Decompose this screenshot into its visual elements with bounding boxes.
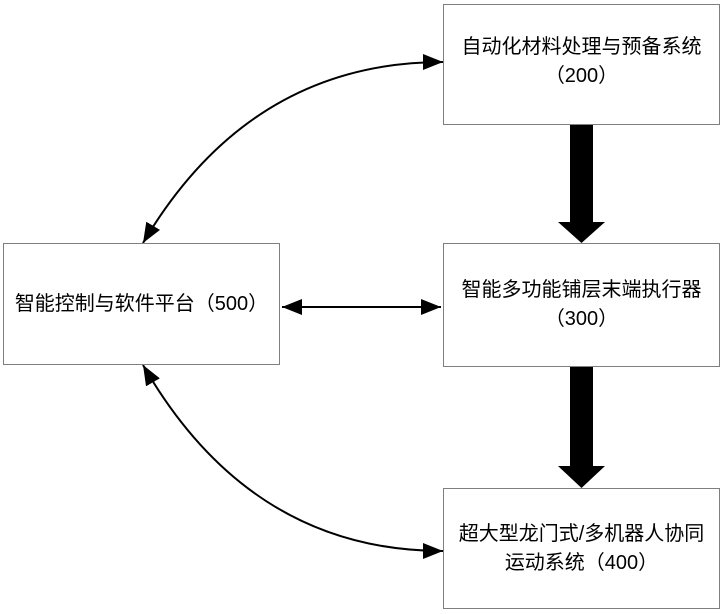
block-arrow-material-to-effector-icon xyxy=(558,125,605,243)
box-label-line1: 智能多功能铺层末端执行器 xyxy=(461,279,702,301)
box-label-line1: 智能控制与软件平台（500） xyxy=(14,292,269,315)
curved-double-arrow-platform-material-icon xyxy=(142,54,444,244)
box-label-line2: （200） xyxy=(544,64,619,87)
box-material-prep-system-200: 自动化材料处理与预备系统 （200） xyxy=(443,4,720,125)
box-label-line2: （300） xyxy=(544,308,619,330)
box-label-line2: 运动系统（400） xyxy=(504,551,659,574)
curved-double-arrow-platform-motion-icon xyxy=(142,364,444,559)
block-arrow-effector-to-motion-icon xyxy=(558,367,605,488)
box-control-software-platform-500: 智能控制与软件平台（500） xyxy=(3,243,280,365)
box-layup-end-effector-300: 智能多功能铺层末端执行器 （300） xyxy=(443,243,720,367)
box-label-line1: 超大型龙门式/多机器人协同 xyxy=(458,522,705,545)
box-gantry-motion-system-400: 超大型龙门式/多机器人协同 运动系统（400） xyxy=(443,488,720,609)
box-label-line1: 自动化材料处理与预备系统 xyxy=(461,35,702,58)
